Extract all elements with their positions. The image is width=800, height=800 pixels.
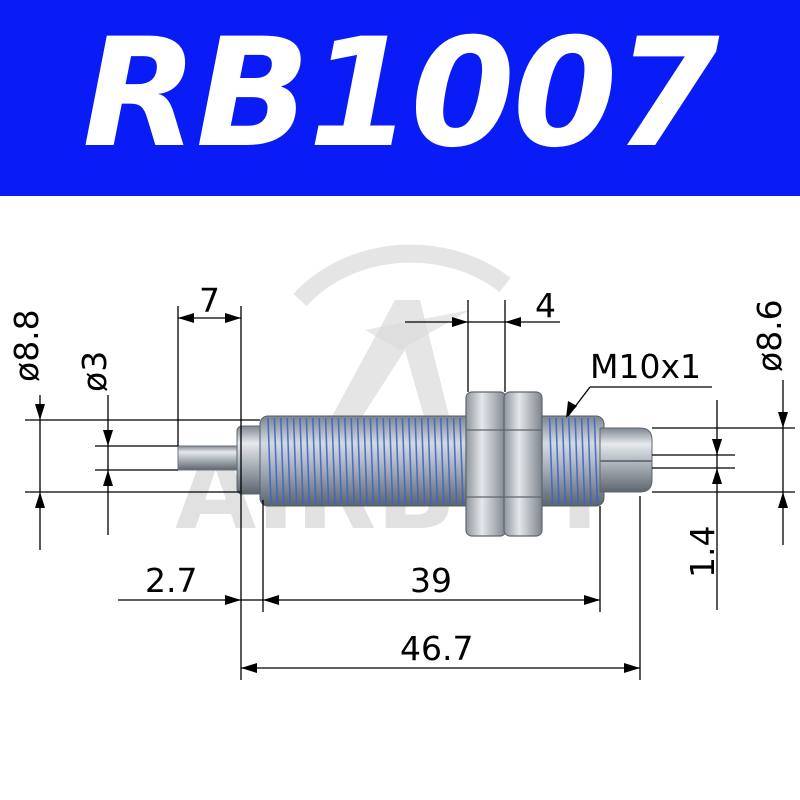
- thread-line: [401, 417, 407, 505]
- thread-line: [587, 417, 592, 505]
- thread-line: [318, 417, 323, 505]
- title-banner: RB1007: [0, 0, 800, 196]
- thread-line: [593, 417, 599, 505]
- dimension-lines: [35, 313, 788, 673]
- thread-line: [574, 417, 579, 505]
- dim-thread-length: 39: [410, 561, 452, 600]
- thread-lines: [267, 417, 599, 505]
- thread-line: [267, 417, 272, 505]
- thread-line: [548, 417, 554, 505]
- hex-nut-left: [465, 391, 507, 537]
- thread-line: [555, 417, 560, 505]
- thread-line: [292, 417, 298, 505]
- piston-rod: [177, 445, 243, 471]
- extension-lines: [25, 300, 795, 680]
- thread-line: [363, 417, 368, 505]
- thread-line: [280, 417, 285, 505]
- thread-line: [440, 417, 445, 505]
- thread-line: [376, 417, 381, 505]
- thread-line: [356, 417, 362, 505]
- thread-line: [324, 417, 330, 505]
- thread-line: [568, 417, 573, 505]
- dim-collar: 2.7: [145, 561, 197, 600]
- thread-line: [433, 417, 439, 505]
- dim-dia-rod: ø3: [75, 351, 114, 392]
- thread-line: [350, 417, 355, 505]
- thread-line: [420, 417, 426, 505]
- dim-total-length: 46.7: [400, 629, 473, 668]
- thread-line: [305, 417, 311, 505]
- technical-drawing: AIRBUY: [7, 244, 795, 680]
- thread-line: [331, 417, 336, 505]
- thread-line: [273, 417, 279, 505]
- thread-line: [337, 417, 343, 505]
- thread-line: [408, 417, 413, 505]
- thread-line: [369, 417, 375, 505]
- thread-line: [427, 417, 432, 505]
- thread-line: [388, 417, 394, 505]
- thread-line: [299, 417, 304, 505]
- thread-line: [452, 417, 458, 505]
- dim-nut-thickness: 4: [535, 286, 556, 325]
- thread-line: [312, 417, 317, 505]
- thread-line: [344, 417, 349, 505]
- thread-line: [414, 417, 419, 505]
- dim-thread-spec: M10x1: [590, 347, 701, 386]
- thread-line: [459, 417, 464, 505]
- thread-line: [286, 417, 291, 505]
- dim-rod-length: 7: [199, 281, 220, 320]
- thread-line: [580, 417, 586, 505]
- thread-line: [446, 417, 451, 505]
- dim-dia-stop: ø8.6: [750, 299, 789, 372]
- thread-line: [561, 417, 567, 505]
- dim-stop-slot: 1.4: [683, 526, 722, 578]
- thread-line: [382, 417, 387, 505]
- thread-line: [395, 417, 400, 505]
- dim-dia-body: ø8.8: [7, 309, 46, 382]
- model-title: RB1007: [82, 7, 719, 181]
- hex-nut-right: [503, 391, 543, 537]
